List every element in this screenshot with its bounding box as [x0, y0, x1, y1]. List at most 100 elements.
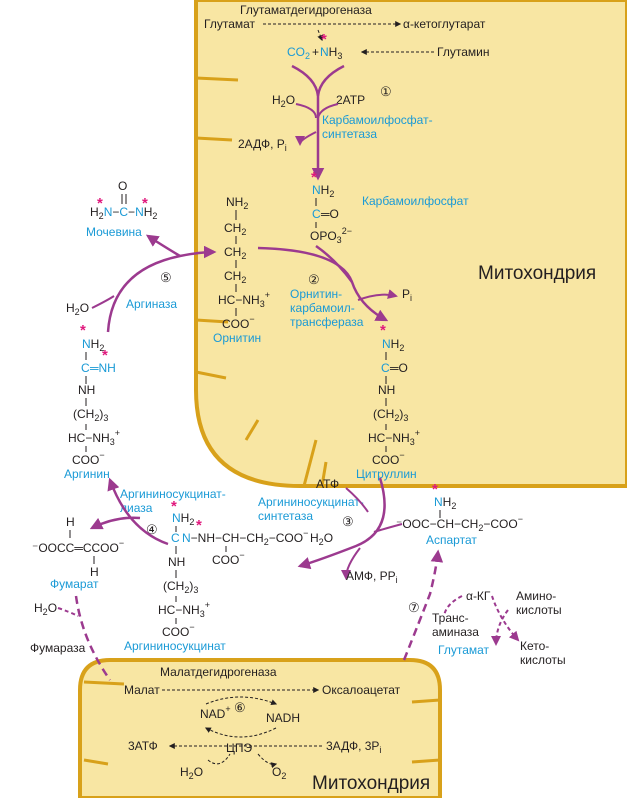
step-6: ⑥	[234, 700, 246, 715]
orn-ch2-2: CH2	[224, 245, 246, 261]
glutamate-bottom: Глутамат	[438, 643, 490, 657]
nadh-label: NADH	[266, 711, 300, 725]
cit-coo: COO−	[372, 450, 405, 467]
plus-sign: +	[312, 45, 319, 59]
adp-3: 3АДФ, 3Pi	[326, 739, 381, 755]
step-3: ③	[342, 514, 354, 529]
cit-c: C	[381, 361, 390, 375]
arginine-label: Аргинин	[64, 467, 110, 481]
asp-nh2: NH2	[434, 495, 456, 511]
nad-label: NAD+	[200, 704, 231, 721]
fumarase-label: Фумараза	[30, 641, 86, 655]
glutamine: Глутамин	[437, 45, 489, 59]
orn-ch2-3: CH2	[224, 269, 246, 285]
fum-formula: ⁻OOCC═CCOO−	[32, 538, 124, 555]
etc-label: ЦПЭ	[226, 741, 253, 755]
trans-label-2: аминаза	[432, 625, 479, 639]
step-4: ④	[146, 522, 158, 537]
star-urea-1: *	[97, 195, 103, 212]
asp-formula: ⁻OOC−CH−CH2−COO−	[396, 514, 523, 533]
star-cp: *	[311, 169, 317, 186]
fum-h-top: H	[66, 515, 75, 529]
star-urea-2: *	[142, 195, 148, 212]
trans-label-1: Транс-	[432, 611, 469, 625]
orn-hc: HC−NH3+	[218, 290, 270, 309]
as-c: C	[171, 531, 180, 545]
orn-ch2-1: CH2	[224, 221, 246, 237]
cps-label-1: Карбамоилфосфат-	[322, 113, 433, 127]
star-asp: *	[432, 481, 438, 498]
akg-short: α-КГ	[466, 589, 491, 603]
as-nh2: NH2	[172, 511, 194, 527]
amf-label: АМФ, PPi	[346, 569, 398, 585]
arginase-label: Аргиназа	[126, 297, 177, 311]
h2o-step3: H2O	[310, 531, 333, 547]
aspartate-label: Аспартат	[426, 533, 477, 547]
as-coo-side: COO−	[212, 550, 245, 567]
oxaloacetate-label: Оксалоацетат	[322, 683, 401, 697]
mito-lower-cristae	[83, 680, 441, 766]
step-1: ①	[380, 84, 392, 99]
star-arg-1: *	[80, 322, 86, 339]
akg-top: α-кетоглутарат	[403, 17, 486, 31]
urea-formula: H2N−C−NH2	[90, 205, 157, 221]
as-chain: N−NH−CH−CH2−COO−	[182, 528, 308, 547]
asl-label-1: Аргининосукцинат-	[120, 487, 226, 501]
h2o-lower: H2O	[180, 765, 203, 781]
cit-ch2-3: (CH2)3	[373, 407, 408, 423]
amino-label-2: кислоты	[516, 603, 562, 617]
gdh-label: Глутаматдегидрогеназа	[240, 3, 372, 17]
as-nh: NH	[168, 555, 185, 569]
cit-nh2: NH2	[382, 337, 404, 353]
o2-lower: O2	[272, 765, 286, 781]
mito-lower-label: Митохондрия	[312, 773, 430, 794]
arg-hc: HC−NH3+	[68, 428, 120, 447]
cp-c: C	[312, 207, 321, 221]
asl-label-2: лиаза	[120, 501, 153, 515]
step-2: ②	[308, 272, 320, 287]
mitochondrion-upper	[194, 0, 627, 488]
fum-h-bottom: H	[90, 565, 99, 579]
keto-label-1: Кето-	[520, 639, 549, 653]
pi-step2: Pi	[402, 287, 412, 303]
atf-label: АТФ	[316, 477, 339, 491]
as-coo: COO−	[162, 622, 195, 639]
cit-nh: NH	[378, 383, 395, 397]
citrulline-label: Цитруллин	[356, 467, 417, 481]
urea-label: Мочевина	[86, 225, 142, 239]
mdh-label: Малатдегидрогеназа	[160, 665, 277, 679]
cp-opo3: OPO32−	[310, 226, 352, 245]
arg-c: C	[81, 361, 90, 375]
step-5: ⑤	[160, 270, 172, 285]
arg-coo: COO−	[72, 450, 105, 467]
h2o-step1: H2O	[272, 93, 295, 109]
cp-nh2: NH2	[312, 183, 334, 199]
amino-label-1: Амино-	[516, 589, 556, 603]
atp-2: 2ATP	[336, 93, 365, 107]
arg-ch2-3: (CH2)3	[73, 407, 108, 423]
orn-coo: COO−	[222, 314, 255, 331]
orn-nh2: NH2	[226, 195, 248, 211]
star-as-1: *	[171, 498, 177, 515]
ass-label-1: Аргининосукцинат-	[258, 495, 364, 509]
malate-label: Малат	[124, 683, 160, 697]
ornithine-label: Орнитин	[213, 331, 261, 345]
argininosuccinate-label: Аргининосукцинат	[124, 639, 226, 653]
arg-nh: NH	[78, 383, 95, 397]
as-ch2-3: (CH2)3	[163, 579, 198, 595]
h2o-arginase: H2O	[66, 301, 89, 317]
glutamate-top: Глутамат	[204, 17, 256, 31]
step-7: ⑦	[408, 600, 420, 615]
urea-o: O	[118, 179, 127, 193]
mito-upper-label: Митохондрия	[478, 263, 596, 284]
arg-nh-eq: ═NH	[89, 361, 116, 375]
cit-hc: HC−NH3+	[368, 428, 420, 447]
cp-o: ═O	[320, 207, 339, 221]
cit-o: ═O	[389, 361, 408, 375]
fumarate-label: Фумарат	[50, 577, 99, 591]
star-nh3: *	[321, 31, 327, 48]
otc-label-2: карбамоил-	[290, 301, 355, 315]
cps-label-2: синтетаза	[322, 127, 377, 141]
